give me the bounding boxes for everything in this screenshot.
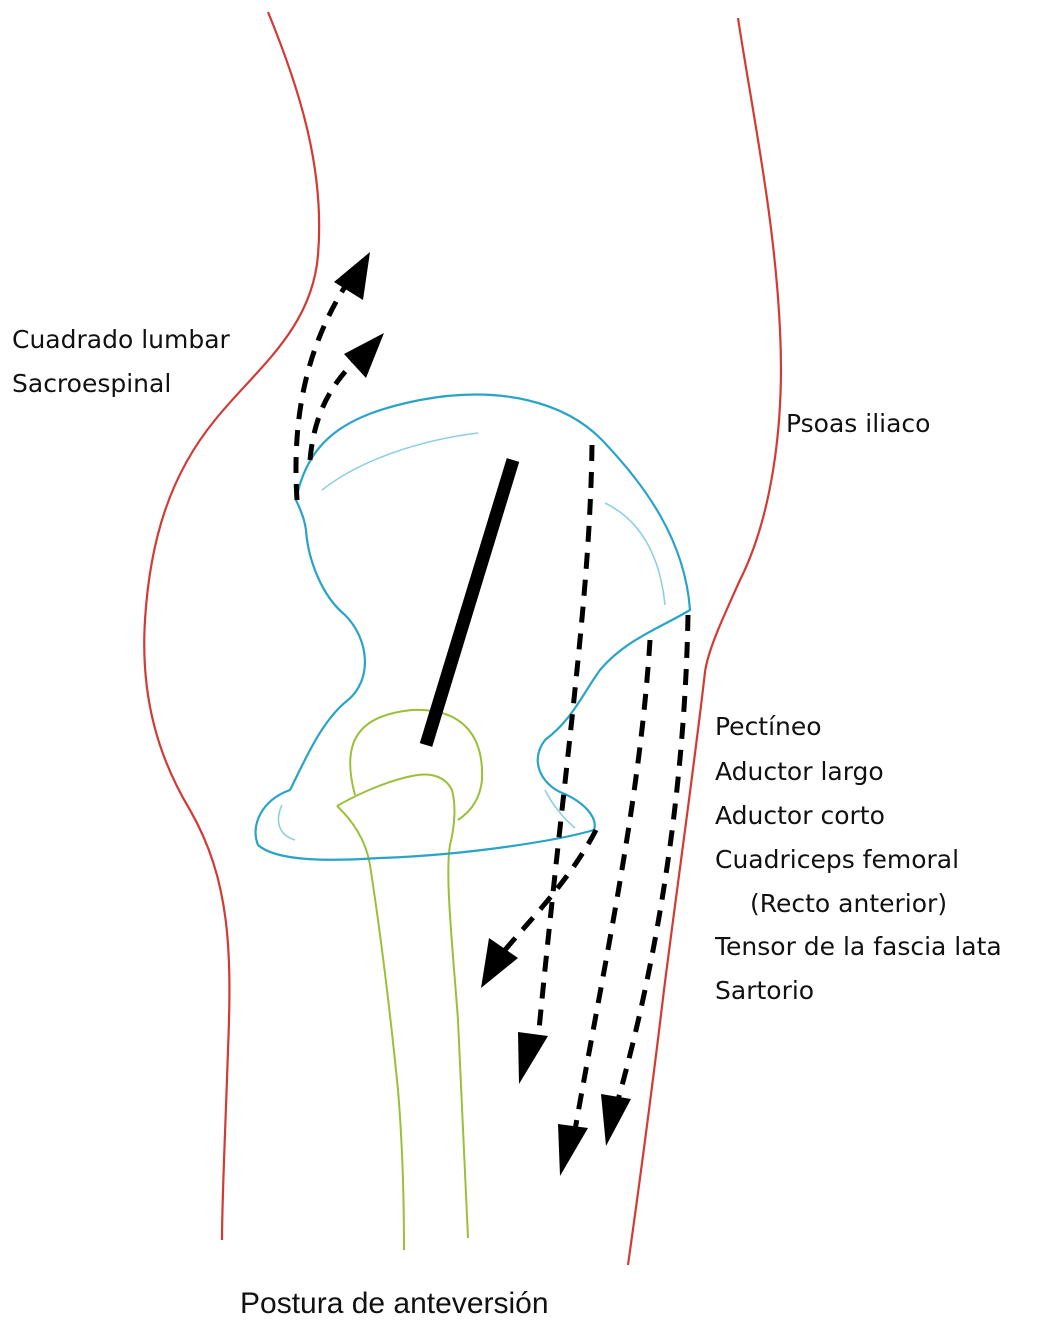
quadratus-lumborum-arrow-line xyxy=(296,285,346,500)
label-sartorio: Sartorio xyxy=(715,976,814,1005)
label-cuadrado-lumbar: Cuadrado lumbar xyxy=(12,325,231,354)
sartorius-arrow-line xyxy=(618,615,688,1100)
iliac-crest-line xyxy=(322,433,478,490)
label-aductor-largo: Aductor largo xyxy=(715,757,884,786)
femoral-head xyxy=(350,710,482,820)
quadratus-lumborum-arrowhead xyxy=(334,252,370,300)
diagram-caption: Postura de anteversión xyxy=(240,1287,549,1320)
label-psoas-iliaco: Psoas iliaco xyxy=(786,409,930,438)
label-aductor-corto: Aductor corto xyxy=(715,801,885,830)
erector-spinae-arrowhead xyxy=(344,333,384,378)
label-cuadriceps-femoral: Cuadriceps femoral xyxy=(715,845,959,874)
rectus-femoris-arrowhead xyxy=(558,1124,588,1176)
femur xyxy=(337,710,482,1250)
pelvis-outline xyxy=(256,395,690,860)
erector-spinae-arrow-line xyxy=(310,358,358,460)
ischial-line xyxy=(278,805,295,840)
label-pectineo: Pectíneo xyxy=(715,712,822,741)
sartorius-arrowhead xyxy=(601,1094,631,1146)
adductor-arrowhead xyxy=(518,1032,548,1084)
iliac-fossa-line xyxy=(605,503,665,605)
pectineus-arrowhead xyxy=(481,938,518,988)
adductor-arrow-line xyxy=(538,445,592,1040)
label-tensor-fascia-lata: Tensor de la fascia lata xyxy=(714,932,1002,961)
pelvis xyxy=(256,395,690,860)
label-recto-anterior: (Recto anterior) xyxy=(750,889,947,918)
label-sacroespinal: Sacroespinal xyxy=(12,369,171,398)
pelvic-tilt-axis xyxy=(426,460,513,745)
back-contour-line xyxy=(144,12,319,1240)
rectus-femoris-arrow-line xyxy=(575,640,650,1130)
anterior-muscle-arrows xyxy=(481,445,688,1176)
femoral-shaft-medial xyxy=(337,806,404,1250)
